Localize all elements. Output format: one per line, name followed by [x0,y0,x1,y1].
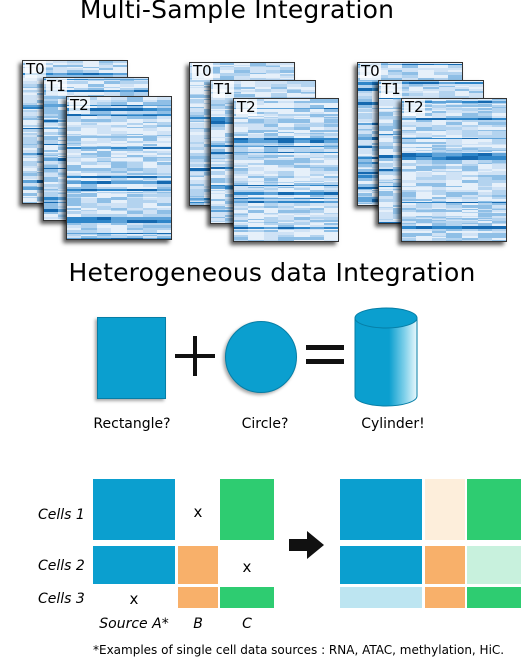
timepoint-label: T0 [360,62,381,80]
timepoint-label: T1 [213,80,234,98]
cells1-source-c-block [220,479,274,540]
footnote: *Examples of single cell data sources : … [93,643,505,657]
right-arrow-icon [289,531,324,559]
heatmap-card: T2 [233,98,339,242]
imputed-cells1-source-c [467,479,521,540]
heatmap-card: T2 [66,96,172,240]
heatmap-stack-3: T0 T1 T2 [0,0,507,242]
missing-cells2-source-c: x [242,558,252,576]
multi-sample-title: Multi-Sample Integration [79,0,395,24]
missing-cells1-source-b: x [193,503,203,521]
cylinder-shape [354,307,418,407]
missing-cells3-source-a: x [129,590,139,608]
cells3-source-c-block [220,587,274,608]
col-label-c: C [242,616,252,632]
cylinder-label: Cylinder! [361,416,425,432]
heatmap-stack-1: T0 T1 T2 [0,0,172,240]
timepoint-label: T2 [236,98,257,116]
row-label-cells-2: Cells 2 [38,558,85,574]
imputed-cells1-source-a [340,479,422,540]
cells1-source-a-block [93,479,175,540]
row-label-cells-3: Cells 3 [38,591,85,607]
imputed-cells3-source-c [467,587,521,608]
imputed-cells3-source-b [425,587,465,608]
col-label-b: B [193,616,203,632]
cells3-source-b-block [178,587,218,608]
row-label-cells-1: Cells 1 [38,507,85,523]
heatmap-stack-2: T0 T1 T2 [0,0,339,242]
timepoint-label: T2 [69,96,90,114]
plus-icon [175,336,215,376]
imputed-cells3-source-a [340,587,422,608]
heatmap-texture [234,99,338,241]
equals-icon [306,345,344,364]
imputed-cells1-source-b [425,479,465,540]
heatmap-card: T2 [401,98,507,242]
rectangle-shape [97,317,166,399]
rectangle-label: Rectangle? [93,416,171,432]
imputed-cells2-source-c [467,546,521,584]
heterogeneous-title: Heterogeneous data Integration [68,258,476,287]
cells2-source-b-block [178,546,218,584]
circle-shape [225,321,297,393]
timepoint-label: T1 [46,77,67,95]
timepoint-label: T0 [25,60,46,78]
imputed-cells2-source-a [340,546,422,584]
circle-label: Circle? [241,416,289,432]
timepoint-label: T2 [404,98,425,116]
imputed-cells2-source-b [425,546,465,584]
timepoint-label: T1 [381,80,402,98]
timepoint-label: T0 [192,62,213,80]
heatmap-texture [67,97,171,239]
cells2-source-a-block [93,546,175,584]
col-label-source-a: Source A* [99,616,169,632]
heatmap-texture [402,99,506,241]
